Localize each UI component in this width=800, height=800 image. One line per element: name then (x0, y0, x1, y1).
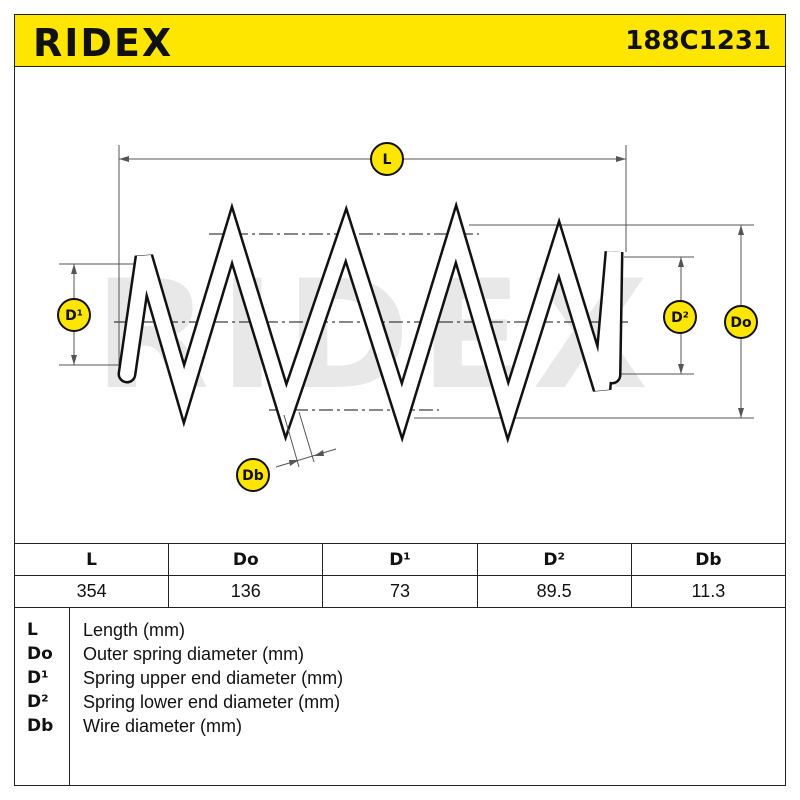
legend-symbol: Db (27, 716, 54, 736)
legend-item: Db Wire diameter (mm) (15, 716, 785, 740)
do-arrow-top (738, 225, 744, 235)
badge-db: Db (236, 458, 270, 492)
spring-coils (117, 200, 624, 444)
spec-value-row: 354 136 73 89.5 11.3 (13, 575, 787, 608)
do-arrow-bottom (738, 408, 744, 418)
badge-d2: D² (663, 300, 697, 334)
legend-description: Length (mm) (83, 620, 186, 640)
d1-arrow-top (71, 264, 77, 274)
db-dimension-line (275, 448, 337, 468)
db-extension-2 (298, 411, 315, 463)
legend: L Length (mm) Do Outer spring diameter (… (14, 607, 786, 786)
header-bar: RIDEX 188C1231 (14, 14, 786, 67)
db-arrow-2 (314, 450, 324, 456)
header-db: Db (630, 543, 787, 576)
d2-arrow-top (678, 257, 684, 267)
ridex-logo: RIDEX (33, 21, 174, 65)
l-arrow-left (119, 156, 129, 162)
badge-l: L (370, 142, 404, 176)
legend-description: Spring lower end diameter (mm) (83, 692, 341, 712)
legend-item: L Length (mm) (15, 620, 785, 644)
badge-d2-text: D² (671, 310, 689, 326)
badge-do-text: Do (730, 315, 752, 331)
legend-item: D¹ Spring upper end diameter (mm) (15, 668, 785, 692)
part-number: 188C1231 (625, 26, 771, 56)
legend-divider (69, 608, 70, 785)
badge-do: Do (724, 305, 758, 339)
db-extension-1 (283, 414, 300, 468)
spec-table: L Do D¹ D² Db 354 136 73 89.5 11.3 (13, 543, 787, 608)
value-d1: 73 (322, 575, 478, 608)
badge-db-text: Db (242, 468, 264, 484)
legend-symbol: D² (27, 692, 49, 712)
legend-description: Outer spring diameter (mm) (83, 644, 305, 664)
d2-arrow-bottom (678, 364, 684, 374)
value-db: 11.3 (630, 575, 787, 608)
header-d2: D² (476, 543, 632, 576)
spring-drawing: RIDEX (57, 142, 758, 492)
coil-fill (120, 209, 621, 436)
legend-item: D² Spring lower end diameter (mm) (15, 692, 785, 716)
badge-l-text: L (383, 152, 392, 168)
badge-d1: D¹ (57, 298, 91, 332)
header-d1: D¹ (322, 543, 478, 576)
badge-d1-text: D¹ (65, 308, 83, 324)
header-l: L (13, 543, 170, 576)
legend-symbol: Do (27, 644, 53, 664)
db-arrow-1 (289, 460, 299, 466)
spring-diagram: RIDEX (14, 67, 786, 543)
value-do: 136 (168, 575, 324, 608)
l-arrow-right (616, 156, 626, 162)
legend-symbol: L (27, 620, 38, 640)
legend-description: Spring upper end diameter (mm) (83, 668, 344, 688)
d1-arrow-bottom (71, 355, 77, 365)
header-do: Do (168, 543, 324, 576)
value-l: 354 (13, 575, 170, 608)
spec-header-row: L Do D¹ D² Db (13, 543, 787, 576)
legend-symbol: D¹ (27, 668, 49, 688)
legend-description: Wire diameter (mm) (83, 716, 243, 736)
value-d2: 89.5 (476, 575, 632, 608)
legend-item: Do Outer spring diameter (mm) (15, 644, 785, 668)
